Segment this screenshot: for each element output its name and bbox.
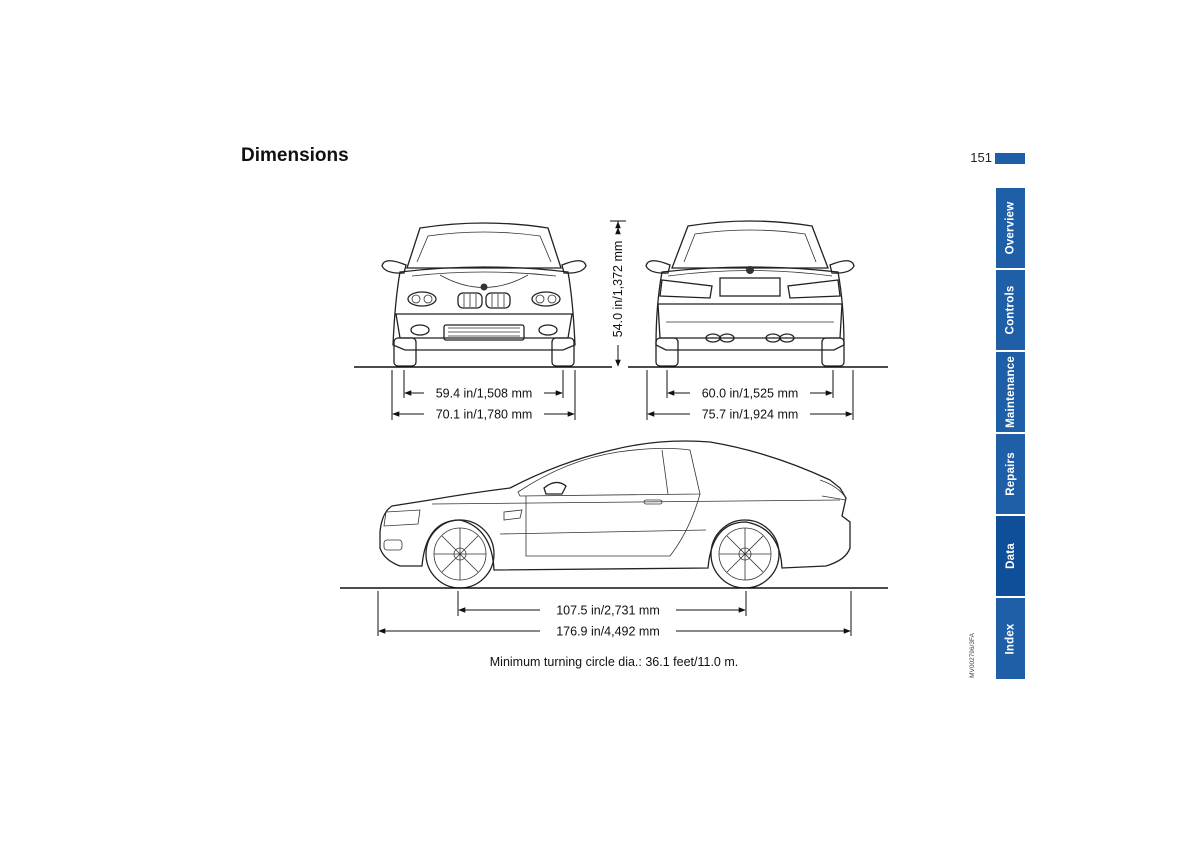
page-number: 151 <box>970 150 992 165</box>
length-dimension: 176.9 in/4,492 mm <box>377 591 852 639</box>
front-track-dimension: 59.4 in/1,508 mm <box>403 370 564 401</box>
rear-track-dimension: 60.0 in/1,525 mm <box>666 370 834 401</box>
page-number-bar <box>995 153 1025 164</box>
front-height-dimension: 54.0 in/1,372 mm <box>610 220 626 367</box>
length-label: 176.9 in/4,492 mm <box>556 625 660 639</box>
front-width-label: 70.1 in/1,780 mm <box>436 408 533 422</box>
front-height-label: 54.0 in/1,372 mm <box>611 241 625 338</box>
tab-index[interactable]: Index <box>996 598 1025 679</box>
rear-view-car <box>645 220 855 367</box>
rear-track-label: 60.0 in/1,525 mm <box>702 387 799 401</box>
wheelbase-label: 107.5 in/2,731 mm <box>556 604 660 618</box>
turning-circle-caption: Minimum turning circle dia.: 36.1 feet/1… <box>490 655 739 669</box>
tab-overview[interactable]: Overview <box>996 188 1025 268</box>
wheelbase-dimension: 107.5 in/2,731 mm <box>457 591 747 618</box>
rear-width-dimension: 75.7 in/1,924 mm <box>646 370 854 422</box>
front-width-dimension: 70.1 in/1,780 mm <box>391 370 576 422</box>
rear-width-label: 75.7 in/1,924 mm <box>702 408 799 422</box>
tab-data[interactable]: Data <box>996 516 1025 596</box>
page-title: Dimensions <box>241 145 349 166</box>
tab-repairs[interactable]: Repairs <box>996 434 1025 514</box>
tab-controls[interactable]: Controls <box>996 270 1025 350</box>
side-view-car <box>379 440 851 589</box>
front-view-car <box>381 222 587 367</box>
tab-maintenance[interactable]: Maintenance <box>996 352 1025 432</box>
front-track-label: 59.4 in/1,508 mm <box>436 387 533 401</box>
